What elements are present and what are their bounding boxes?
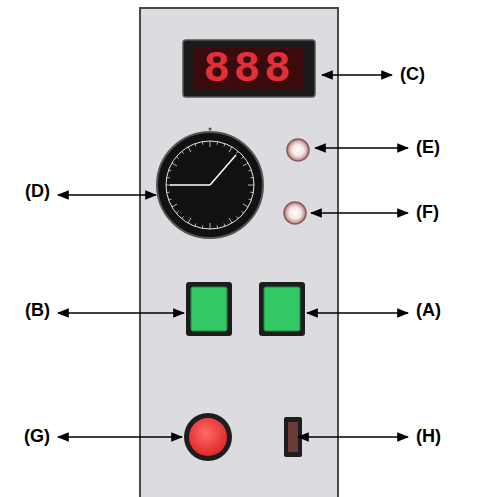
dial-tick (202, 225, 204, 228)
leader-arrow (315, 147, 408, 149)
dial-tick (229, 147, 232, 152)
dial-tick (182, 216, 184, 218)
dial-tick (236, 151, 238, 153)
callout-letter: (G) (24, 427, 50, 447)
dial-tick (243, 163, 248, 166)
dial-tick (188, 218, 191, 223)
rocker-switch (288, 422, 298, 452)
red-button (189, 418, 227, 456)
dial-tick (250, 192, 253, 194)
dial-tick (249, 199, 252, 200)
dial-tick (217, 225, 219, 228)
dial-pointer (170, 184, 210, 186)
dial-tick (243, 204, 248, 207)
dial-tick (167, 192, 170, 194)
callout-letter: (D) (25, 182, 50, 202)
leader-arrow (58, 194, 156, 196)
dial-tick (224, 144, 225, 147)
switch-bezel (186, 282, 232, 336)
dial-pointer (210, 155, 236, 185)
dial-tick (188, 147, 191, 152)
callout-letter: (E) (416, 138, 440, 158)
leader-arrow (58, 312, 184, 314)
callout-letter: (F) (416, 203, 439, 223)
dial-tick (249, 170, 252, 171)
leader-arrow (322, 74, 392, 76)
dial-tick (229, 218, 232, 223)
dial-tick (248, 185, 254, 186)
dial-knob (157, 132, 263, 238)
dial-tick (169, 170, 172, 171)
dial-tick (176, 157, 178, 159)
button-bezel (184, 413, 232, 461)
dial-tick (202, 142, 204, 145)
leader-arrow (311, 212, 408, 214)
dial-tick (210, 141, 211, 147)
dial-tick (172, 204, 177, 207)
dial-tick (182, 151, 184, 153)
display-window (194, 48, 304, 89)
dial-tick (241, 157, 243, 159)
dial-tick (195, 144, 196, 147)
callout-letter: (A) (416, 301, 441, 321)
green-switch (264, 287, 300, 331)
dial-ring (166, 141, 254, 229)
dial-tick (210, 223, 211, 229)
leader-arrow (58, 436, 182, 438)
dial-tick (224, 224, 225, 227)
indicator-lamp (287, 139, 309, 161)
panel-plate (140, 8, 338, 497)
display-readout: 888 (194, 48, 304, 89)
leader-arrow (307, 312, 408, 314)
dial-tick (250, 177, 253, 179)
dial-tick (236, 216, 238, 218)
dial-tick (195, 224, 196, 227)
display-housing (183, 40, 315, 97)
green-switch (191, 287, 227, 331)
indicator-lamp (284, 202, 306, 224)
callout-letter: (C) (400, 65, 425, 85)
dial-tick (217, 142, 219, 145)
dial-ticks (166, 141, 254, 229)
dial-tick (241, 211, 243, 213)
dial-mark (209, 128, 212, 131)
dial-tick (172, 163, 177, 166)
leader-arrows (58, 75, 408, 437)
dial-tick (167, 177, 170, 179)
callout-letter: (H) (416, 427, 441, 447)
dial-tick (169, 199, 172, 200)
switch-bezel (259, 282, 305, 336)
callout-letter: (B) (25, 301, 50, 321)
dial-tick (176, 211, 178, 213)
leader-arrow (298, 436, 408, 438)
